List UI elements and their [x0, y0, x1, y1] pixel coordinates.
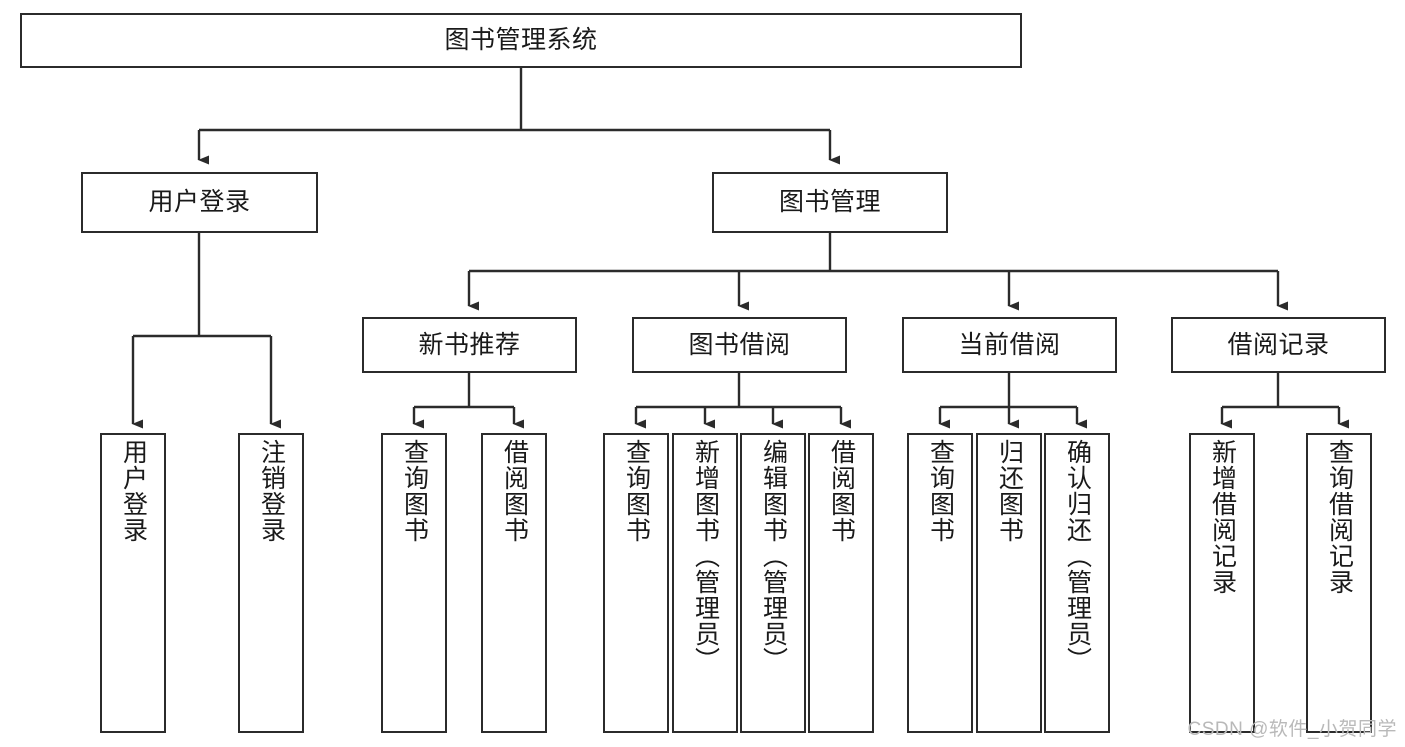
node-user-login-label: 用户登录 [148, 188, 251, 217]
node-borrow-record[interactable]: 借阅记录 [1171, 317, 1386, 373]
watermark-text: CSDN @软件_小贺同学 [1187, 719, 1397, 740]
node-user-login[interactable]: 用户登录 [81, 172, 318, 233]
leaf-user-login-signout[interactable]: 注销登录 [238, 433, 304, 733]
leaf-new-book-query[interactable]: 查询图书 [381, 433, 447, 733]
leaf-new-book-borrow-label: 借阅图书 [500, 439, 529, 543]
node-new-book-recommend-label: 新书推荐 [418, 330, 521, 359]
leaf-borrow-query-book-label: 查询图书 [622, 439, 651, 543]
node-current-borrow-label: 当前借阅 [958, 330, 1061, 359]
node-book-management-label: 图书管理 [778, 188, 881, 217]
leaf-borrow-edit-book[interactable]: 编辑图书（管理员） [740, 433, 806, 733]
leaf-current-confirm-return[interactable]: 确认归还（管理员） [1044, 433, 1110, 733]
leaf-user-login-signin[interactable]: 用户登录 [100, 433, 166, 733]
leaf-new-book-borrow[interactable]: 借阅图书 [481, 433, 547, 733]
leaf-current-confirm-return-label: 确认归还（管理员） [1063, 439, 1092, 673]
node-book-management[interactable]: 图书管理 [712, 172, 948, 233]
leaf-record-add-label: 新增借阅记录 [1208, 439, 1237, 595]
leaf-record-query-label: 查询借阅记录 [1325, 439, 1354, 595]
node-root-system[interactable]: 图书管理系统 [20, 13, 1022, 68]
leaf-borrow-query-book[interactable]: 查询图书 [603, 433, 669, 733]
leaf-current-query-book[interactable]: 查询图书 [907, 433, 973, 733]
leaf-record-add[interactable]: 新增借阅记录 [1189, 433, 1255, 733]
node-root-system-label: 图书管理系统 [444, 26, 598, 55]
node-book-borrow[interactable]: 图书借阅 [632, 317, 847, 373]
node-book-borrow-label: 图书借阅 [688, 330, 791, 359]
leaf-borrow-edit-book-label: 编辑图书（管理员） [759, 439, 788, 673]
leaf-current-return-book[interactable]: 归还图书 [976, 433, 1042, 733]
node-current-borrow[interactable]: 当前借阅 [902, 317, 1117, 373]
leaf-current-return-book-label: 归还图书 [995, 439, 1024, 543]
leaf-user-login-signin-label: 用户登录 [119, 439, 148, 543]
leaf-borrow-add-book[interactable]: 新增图书（管理员） [672, 433, 738, 733]
leaf-new-book-query-label: 查询图书 [400, 439, 429, 543]
leaf-record-query[interactable]: 查询借阅记录 [1306, 433, 1372, 733]
node-new-book-recommend[interactable]: 新书推荐 [362, 317, 577, 373]
leaf-borrow-add-book-label: 新增图书（管理员） [691, 439, 720, 673]
leaf-borrow-borrow-book[interactable]: 借阅图书 [808, 433, 874, 733]
leaf-borrow-borrow-book-label: 借阅图书 [827, 439, 856, 543]
leaf-user-login-signout-label: 注销登录 [257, 439, 286, 543]
node-borrow-record-label: 借阅记录 [1227, 330, 1330, 359]
leaf-current-query-book-label: 查询图书 [926, 439, 955, 543]
